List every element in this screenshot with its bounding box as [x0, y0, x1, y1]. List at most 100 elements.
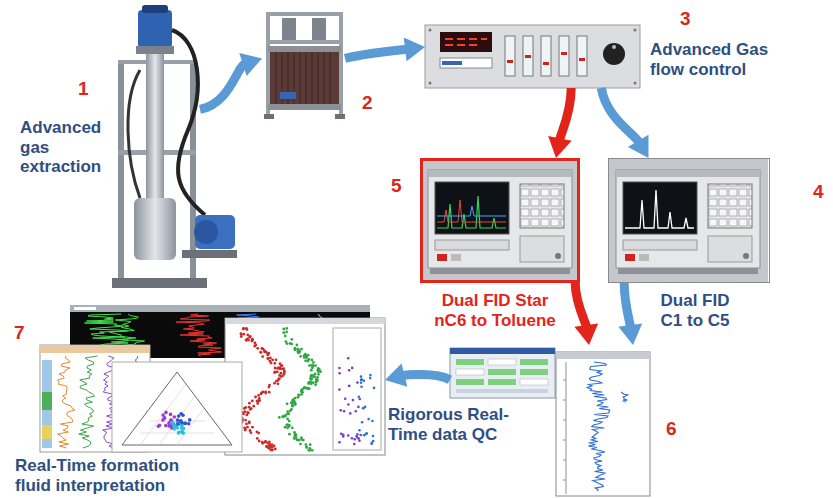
flow-control-stage: 3Advanced Gas flow control — [425, 25, 640, 88]
flow-control-panel — [429, 82, 432, 85]
interpretation-screens — [271, 358, 274, 361]
callout-number: 4 — [813, 181, 824, 203]
interpretation-screens — [242, 328, 245, 331]
interpretation-screens — [264, 441, 267, 444]
interpretation-screens — [246, 426, 249, 429]
qc-chart — [563, 362, 566, 494]
interpretation-screens — [371, 420, 374, 423]
interpretation-screens — [347, 357, 350, 360]
interpretation-screens — [225, 318, 385, 324]
interpretation-screens — [244, 406, 247, 409]
gas-extraction-unit — [142, 5, 168, 13]
interpretation-screens — [176, 426, 180, 430]
interpretation-screens — [300, 393, 303, 396]
interpretation-screens — [317, 373, 320, 376]
interpretation-screens — [270, 362, 273, 365]
interpretation-screens — [299, 350, 302, 353]
interpretation-screens — [256, 437, 259, 440]
interpretation-screens — [282, 416, 285, 419]
flow-control-panel — [579, 58, 585, 61]
callout-number: 2 — [362, 92, 373, 114]
interpretation-screens — [367, 418, 370, 421]
interpretation-screens — [317, 370, 320, 373]
interpretation-screens — [277, 379, 280, 382]
qc-screen — [450, 348, 555, 398]
interpretation-screens — [296, 348, 299, 351]
interpretation-screens — [358, 440, 361, 443]
arrow-head — [628, 135, 649, 158]
interpretation-screens — [246, 411, 249, 414]
interpretation-screens — [373, 387, 376, 390]
chromatogram-trace — [625, 190, 694, 228]
interpretation-screens — [247, 339, 250, 342]
interpretation-screens — [264, 440, 267, 443]
chromatogram-trace — [437, 200, 506, 222]
interpretation-screens — [315, 378, 318, 381]
interpretation-screens — [249, 429, 252, 432]
interpretation-screens — [245, 339, 248, 342]
filter-unit — [266, 12, 343, 16]
interpretation-screens — [296, 438, 299, 441]
interpretation-screens — [74, 307, 96, 310]
flow-arrow — [574, 283, 598, 345]
light-fid-stage: 4Dual FID C1 to C5 — [608, 158, 770, 283]
interpretation-screens — [188, 418, 192, 422]
interpretation-screens — [240, 333, 243, 336]
arrow-shaft — [575, 283, 586, 327]
qc-screen — [450, 348, 555, 398]
flow-arrow — [385, 364, 450, 387]
interpretation-screens — [340, 433, 343, 436]
gas-extraction-unit — [118, 60, 124, 282]
chromatograph — [420, 158, 580, 283]
interpretation-screens — [42, 392, 52, 410]
interpretation-screens — [184, 422, 188, 426]
interpretation-screens — [292, 399, 295, 402]
interpretation-screens — [360, 385, 363, 388]
arrow-shaft — [345, 49, 407, 58]
stage-caption: Dual FID Star nC6 to Toluene — [430, 291, 560, 330]
interpretation-screens — [372, 440, 375, 443]
arrow-head — [239, 53, 262, 76]
interpretation-screens — [289, 409, 292, 412]
interpretation-screens — [70, 305, 370, 312]
filter-unit — [266, 12, 270, 118]
gas-extraction-unit — [138, 10, 172, 48]
arrow-head — [618, 324, 642, 345]
interpretation-screens — [355, 410, 358, 413]
interpretation-screens — [305, 356, 308, 359]
interpretation-screens — [268, 447, 271, 450]
qc-screen — [520, 379, 548, 385]
interpretation-screens — [309, 380, 312, 383]
interpretation-screens — [267, 352, 270, 355]
interpretation-screens — [242, 333, 245, 336]
interpretation-screens — [353, 443, 356, 446]
interpretation-screens — [276, 367, 279, 370]
interpretation-screens — [169, 413, 173, 417]
interpretation-screens — [256, 400, 259, 403]
filter-unit — [264, 12, 345, 119]
interpretation-screens — [279, 362, 282, 365]
interpretation-screens — [372, 435, 375, 438]
interpretation-screens — [282, 415, 285, 418]
interpretation-screens — [248, 336, 251, 339]
interpretation-screens — [300, 389, 303, 392]
interpretation-screens — [256, 431, 259, 434]
interpretation-screens — [42, 360, 52, 448]
interpretation-screens — [267, 357, 270, 360]
interpretation-screens — [271, 446, 274, 449]
interpretation-screens — [242, 327, 245, 330]
interpretation-screens — [258, 440, 261, 443]
interpretation-screens — [284, 335, 287, 338]
interpretation-screens — [259, 351, 262, 354]
flow-control-panel — [603, 43, 625, 65]
interpretation-screens — [246, 334, 249, 337]
qc-chart — [621, 392, 628, 402]
callout-number: 3 — [680, 8, 691, 30]
interpretation-screens — [164, 424, 168, 428]
interpretation-screens — [307, 360, 310, 363]
flow-control-panel — [525, 55, 531, 58]
interpretation-screens — [339, 409, 342, 412]
interpretation-screens — [259, 351, 262, 354]
flow-control-panel — [445, 44, 453, 46]
flow-control-panel — [505, 36, 515, 76]
